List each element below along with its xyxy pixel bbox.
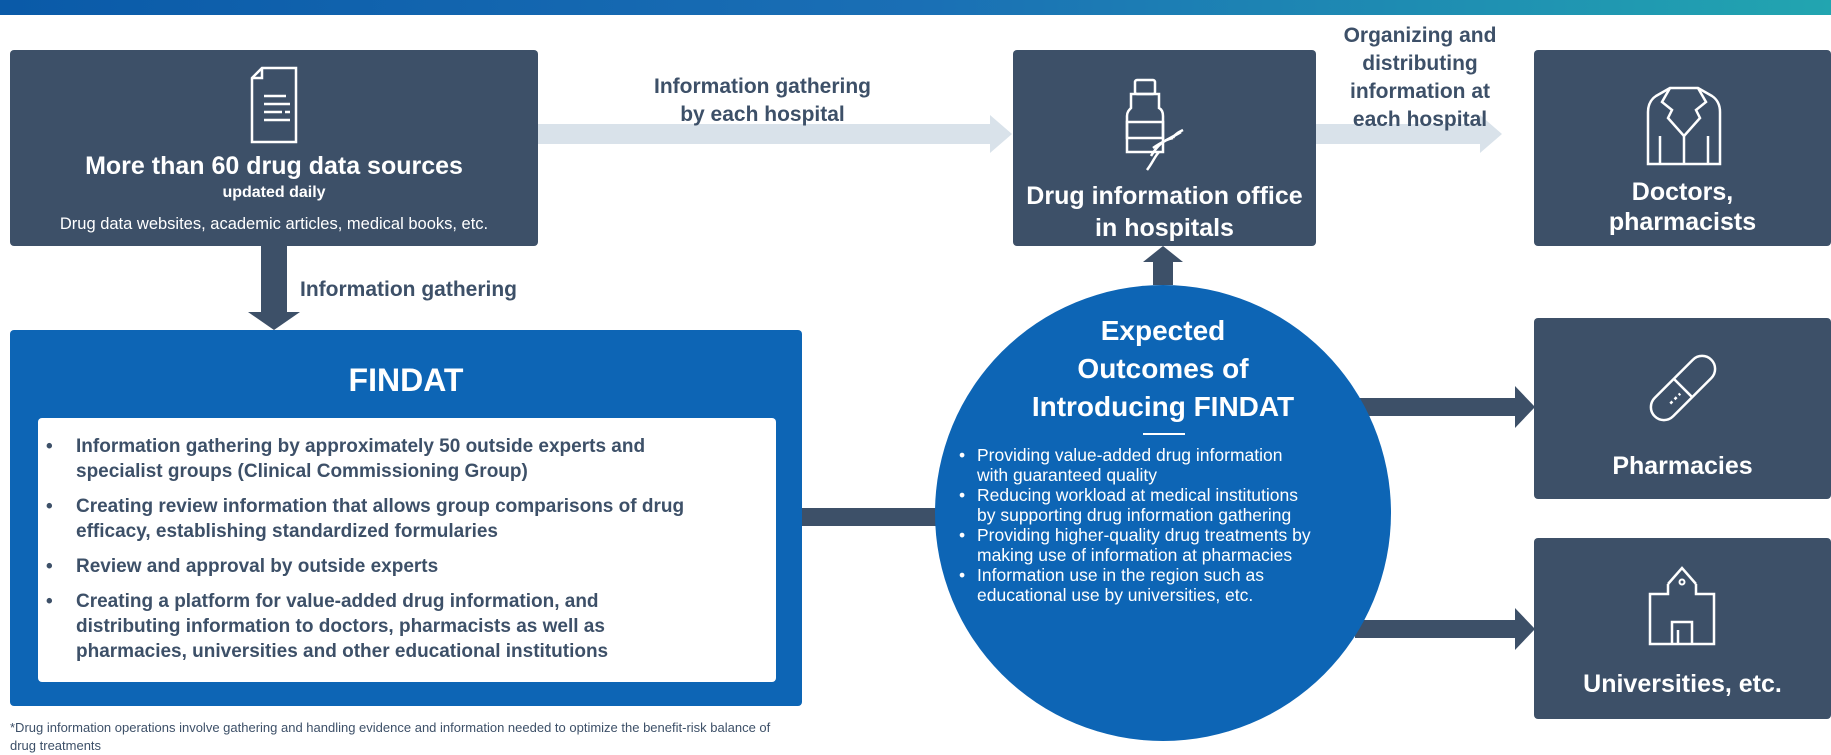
- doctor-coat-icon: [1646, 86, 1722, 166]
- label-gathering-line1: Information gathering: [654, 75, 871, 98]
- office-label: Drug information office in hospitals: [1013, 180, 1316, 244]
- outcomes-circle: Expected Outcomes of Introducing FINDAT …: [935, 285, 1391, 741]
- label-gathering-line2: by each hospital: [680, 103, 845, 126]
- findat-item-line: Creating review information that allows …: [76, 496, 685, 517]
- findat-item-line: Creating a platform for value-added drug…: [76, 591, 599, 612]
- findat-item-line: Review and approval by outside experts: [76, 556, 439, 577]
- document-icon: [250, 66, 298, 144]
- label-information-gathering: Information gathering: [300, 278, 517, 301]
- universities-box: Universities, etc.: [1534, 538, 1831, 719]
- bar-findat-to-outcomes: [800, 508, 945, 526]
- outcomes-item-line: Providing value-added drug information: [977, 445, 1283, 465]
- arrow-outcomes-to-office: [1143, 246, 1183, 285]
- top-gradient-bar: [0, 0, 1831, 15]
- outcomes-item-line: by supporting drug information gathering: [977, 505, 1292, 525]
- label-organizing-line1: Organizing and: [1343, 24, 1497, 47]
- findat-item: Review and approval by outside experts: [46, 554, 766, 579]
- footnote-line1: *Drug information operations involve gat…: [10, 720, 771, 735]
- doctors-label: Doctors, pharmacists: [1534, 177, 1831, 237]
- arrow-office-to-doctors: [1316, 115, 1502, 153]
- arrow-outcomes-to-pharmacies: [1355, 386, 1535, 428]
- findat-item: Creating review information that allows …: [46, 494, 766, 544]
- outcomes-item: Providing higher-quality drug treatments…: [959, 525, 1377, 565]
- findat-title: FINDAT: [348, 362, 464, 398]
- footnote-line2: drug treatments: [10, 738, 102, 753]
- findat-item-line: pharmacies, universities and other educa…: [76, 641, 609, 662]
- label-organizing-line2: distributing: [1362, 52, 1478, 75]
- outcomes-item-line: educational use by universities, etc.: [977, 585, 1254, 605]
- outcomes-items: Providing value-added drug information w…: [959, 445, 1377, 605]
- arrow-sources-to-findat: [248, 246, 300, 330]
- doctors-label-line1: Doctors,: [1631, 178, 1734, 206]
- findat-item-line: specialist groups (Clinical Commissionin…: [76, 461, 528, 482]
- findat-box: FINDAT Information gathering by approxim…: [10, 330, 802, 706]
- outcomes-title-line2: Outcomes of: [1077, 353, 1249, 384]
- outcomes-title: Expected Outcomes of Introducing FINDAT: [935, 312, 1391, 426]
- capsule-icon: [1649, 354, 1717, 422]
- school-building-icon: [1648, 566, 1716, 646]
- findat-content-panel: Information gathering by approximately 5…: [38, 418, 776, 682]
- arrow-sources-to-office: [538, 115, 1012, 153]
- doctors-label-line2: pharmacists: [1608, 208, 1757, 236]
- outcomes-item-line: Providing higher-quality drug treatments…: [977, 525, 1311, 545]
- label-organizing-line3: information at: [1350, 80, 1490, 103]
- pharmacies-label: Pharmacies: [1612, 452, 1753, 480]
- sources-description: Drug data websites, academic articles, m…: [59, 215, 489, 233]
- label-organizing-distributing: Organizing and distributing information …: [1315, 22, 1525, 134]
- office-label-line1: Drug information office: [1026, 182, 1303, 210]
- arrow-outcomes-to-universities: [1355, 608, 1535, 650]
- findat-item: Information gathering by approximately 5…: [46, 434, 766, 484]
- outcomes-item: Reducing workload at medical institution…: [959, 485, 1377, 525]
- pharmacies-box: Pharmacies: [1534, 318, 1831, 499]
- office-label-line2: in hospitals: [1095, 214, 1234, 242]
- universities-label: Universities, etc.: [1583, 670, 1782, 698]
- medicine-bottle-icon: [1125, 78, 1184, 171]
- doctors-pharmacists-box: Doctors, pharmacists: [1534, 50, 1831, 246]
- findat-item: Creating a platform for value-added drug…: [46, 589, 766, 664]
- drug-information-office-box: Drug information office in hospitals: [1013, 50, 1316, 246]
- findat-items: Information gathering by approximately 5…: [46, 434, 766, 664]
- outcomes-item-line: with guaranteed quality: [977, 465, 1157, 485]
- outcomes-item: Information use in the region such as ed…: [959, 565, 1377, 605]
- outcomes-item: Providing value-added drug information w…: [959, 445, 1377, 485]
- label-gathering-each-hospital: Information gathering by each hospital: [600, 73, 925, 129]
- drug-data-sources-box: More than 60 drug data sources updated d…: [10, 50, 538, 246]
- findat-item-line: Information gathering by approximately 5…: [76, 436, 646, 457]
- sources-subtitle: updated daily: [222, 184, 326, 201]
- footnote: *Drug information operations involve gat…: [10, 719, 970, 755]
- outcomes-title-line1: Expected: [1100, 315, 1226, 346]
- outcomes-item-line: Information use in the region such as: [977, 565, 1264, 585]
- outcomes-item-line: making use of information at pharmacies: [977, 545, 1293, 565]
- sources-title: More than 60 drug data sources: [85, 152, 463, 180]
- label-organizing-line4: each hospital: [1352, 108, 1488, 131]
- outcomes-item-line: Reducing workload at medical institution…: [977, 485, 1298, 505]
- findat-item-line: distributing information to doctors, pha…: [76, 616, 605, 637]
- outcomes-title-line3: Introducing FINDAT: [1031, 391, 1295, 422]
- findat-item-line: efficacy, establishing standardized form…: [76, 521, 498, 542]
- outcomes-divider: [1143, 433, 1185, 435]
